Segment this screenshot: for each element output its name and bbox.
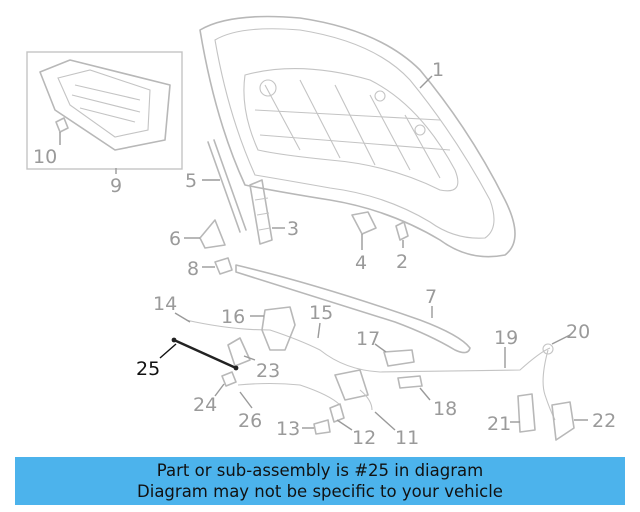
- callout-6: 6: [169, 228, 181, 250]
- callout-11: 11: [395, 427, 419, 449]
- callout-4: 4: [355, 252, 367, 274]
- hood-seal: [235, 264, 471, 354]
- hood-hinge: [249, 179, 273, 245]
- callout-26: 26: [238, 410, 262, 432]
- bracket-4: [351, 211, 377, 235]
- banner-line-1: Part or sub-assembly is #25 in diagram: [156, 461, 484, 480]
- callout-18: 18: [433, 398, 457, 420]
- callout-2: 2: [396, 251, 408, 273]
- banner-line-2: Diagram may not be specific to your vehi…: [137, 482, 503, 501]
- callout-20: 20: [566, 321, 590, 343]
- plug-2: [395, 221, 409, 241]
- inset-box-9: [26, 51, 183, 170]
- leader-lines: [59, 75, 588, 431]
- callout-22: 22: [592, 410, 616, 432]
- callout-12: 12: [352, 427, 376, 449]
- clip-8: [214, 257, 233, 275]
- release-cable: [185, 319, 556, 421]
- gas-strut: [207, 139, 247, 233]
- callout-21: 21: [487, 413, 511, 435]
- striker-21: [517, 393, 536, 433]
- callout-25: 25: [136, 358, 160, 380]
- hood-latch: [261, 306, 296, 351]
- callout-19: 19: [494, 327, 518, 349]
- callout-16: 16: [221, 306, 245, 328]
- grommet-24: [221, 371, 237, 387]
- callout-8: 8: [187, 258, 199, 280]
- callout-14: 14: [153, 293, 177, 315]
- pin-12: [329, 403, 345, 423]
- release-handle: [383, 349, 415, 367]
- harness-11: [359, 389, 373, 411]
- callout-24: 24: [193, 394, 217, 416]
- cable-26: [237, 382, 341, 406]
- bracket-22: [551, 401, 575, 441]
- callout-10: 10: [33, 146, 57, 168]
- hood-panel: [199, 15, 516, 258]
- callout-7: 7: [425, 286, 437, 308]
- callout-1: 1: [432, 59, 444, 81]
- bumper-13: [313, 419, 331, 435]
- prop-rod-25: [171, 337, 239, 371]
- callout-3: 3: [287, 218, 299, 240]
- callout-13: 13: [276, 418, 300, 440]
- bracket-23: [227, 337, 251, 367]
- callout-17: 17: [356, 328, 380, 350]
- hood-bumper: [199, 219, 226, 249]
- callout-9: 9: [110, 175, 122, 197]
- latch-11: [334, 369, 369, 401]
- info-banner: Part or sub-assembly is #25 in diagram D…: [15, 457, 625, 505]
- callout-5: 5: [185, 170, 197, 192]
- callout-labels: 1 2 3 4 5 6 7 8 9 10 11 12 13 14 15 16 1…: [33, 59, 616, 449]
- callout-23: 23: [256, 360, 280, 382]
- connector-18: [397, 375, 423, 389]
- callout-15: 15: [309, 302, 333, 324]
